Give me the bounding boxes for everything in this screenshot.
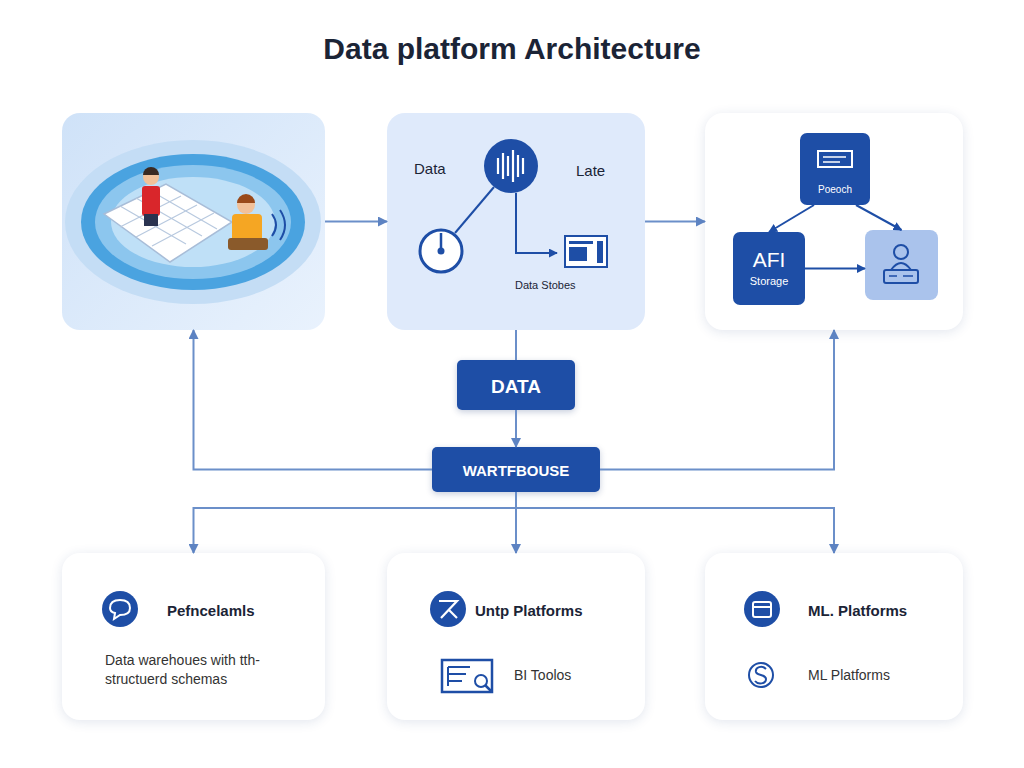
flow-connector [515,410,517,447]
panel-body: Data warehoues with tth- structuerd sche… [105,651,310,689]
consumer-panel: Untp Platforms BI Toolos [387,553,645,720]
warehouse-box: WARTFBOUSE [432,447,600,492]
box-label: Storage [733,274,805,289]
storage-panel: PoeochAFIStorage [705,113,963,330]
panel-body: BI Toolos [514,666,634,685]
panel-heading: Pefncelamls [167,601,317,621]
flow-connector [515,492,517,553]
flow-connector [194,330,433,470]
box-label: AFI [733,246,805,274]
icon-caption: Data Stobes [515,278,625,293]
flow-connector [516,492,834,553]
box-label: DATA [457,374,575,400]
box-label: Poeoch [800,183,870,197]
panel-heading: Untp Platforms [475,601,640,621]
diagram-title: Data platform Architecture [0,32,1024,66]
flow-connector [600,330,834,470]
flow-connector [325,221,387,223]
panel-label: Late [576,161,636,181]
panel-heading: ML. Platforms [808,601,958,621]
consumer-panel: PefncelamlsData warehoues with tth- stru… [62,553,325,720]
process-box: Poeoch [800,133,870,205]
box-label: WARTFBOUSE [432,461,600,481]
panel-label: Data [414,159,474,179]
panel-body: ML Platforms [808,666,958,685]
pipeline-panel: Data LateData Stobes [387,113,645,330]
flow-connector [645,221,705,223]
flow-connector [194,492,517,553]
flow-connector [515,330,517,360]
user-box [865,230,938,300]
storage-box: AFIStorage [733,232,805,305]
data-box: DATA [457,360,575,410]
consumer-panel: ML. Platforms ML Platforms [705,553,963,720]
illustration-panel [62,113,325,330]
